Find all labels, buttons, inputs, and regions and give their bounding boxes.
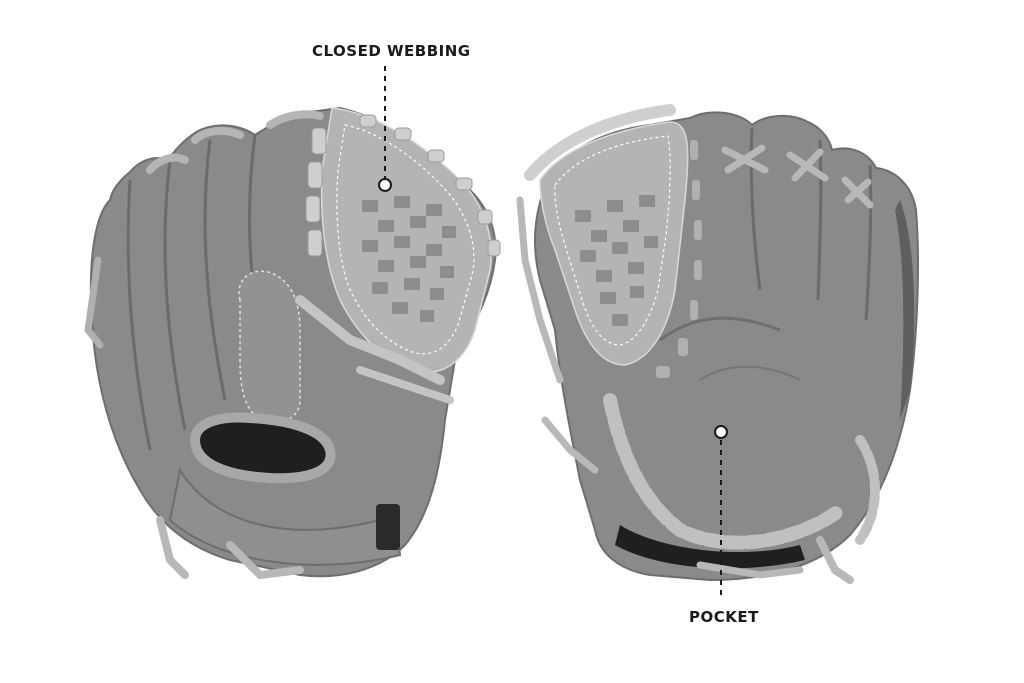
closed-webbing-label: CLOSED WEBBING xyxy=(312,42,471,60)
right-glove-palm-view xyxy=(516,104,919,584)
pocket-label: POCKET xyxy=(689,608,759,626)
left-glove-finger-pad xyxy=(238,270,301,423)
left-glove-back-view xyxy=(84,106,501,580)
callout-pocket-marker xyxy=(714,425,728,600)
left-glove-wrist-opening xyxy=(189,412,336,484)
callout-webbing-marker xyxy=(378,66,392,192)
